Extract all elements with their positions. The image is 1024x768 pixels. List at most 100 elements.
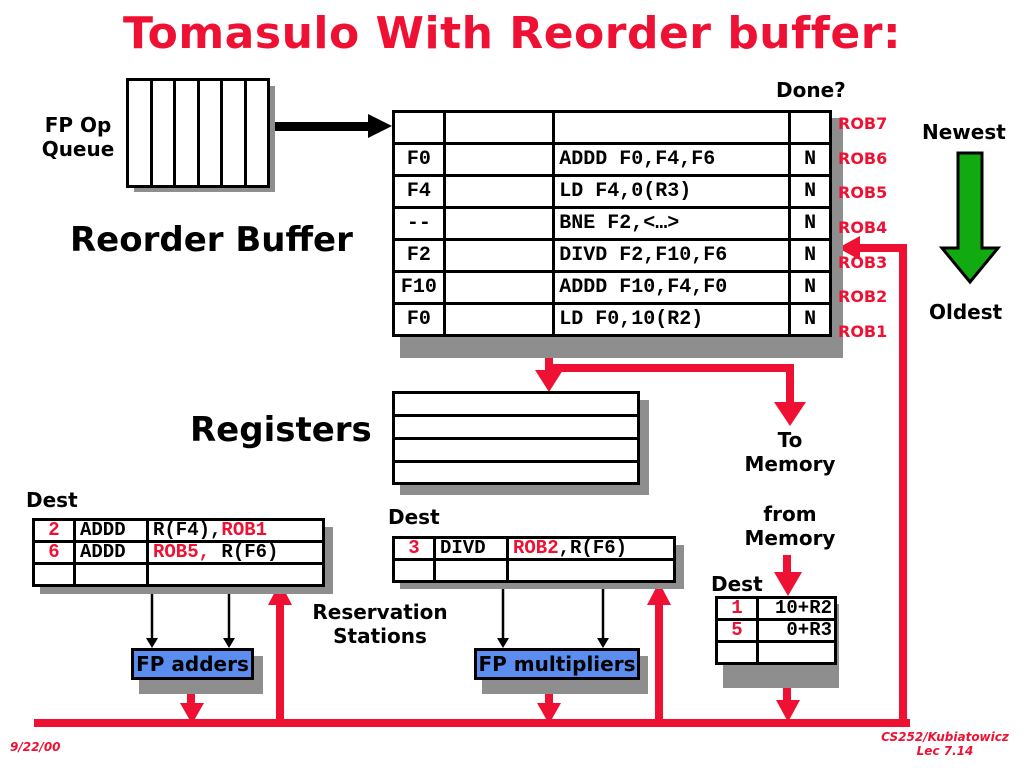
queue-slot bbox=[223, 81, 247, 185]
rob-to-registers-arrow bbox=[535, 370, 563, 392]
queue-slot bbox=[129, 81, 153, 185]
rs-op bbox=[433, 558, 509, 583]
rob-instr-cell: DIVD F2,F10,F6 bbox=[552, 238, 792, 273]
rs-to-fu-arrows bbox=[146, 582, 609, 648]
rob-done-cell: N bbox=[788, 238, 832, 273]
rob-done-cell bbox=[788, 110, 832, 145]
load-buffer-dest-label: Dest bbox=[711, 572, 763, 596]
rs-entry bbox=[32, 562, 325, 587]
queue-to-rob-arrow bbox=[268, 114, 392, 138]
load-dest-tag: 5 bbox=[715, 618, 759, 643]
load-dest-tag bbox=[715, 640, 759, 665]
rob-dest-cell: F10 bbox=[392, 270, 446, 305]
register-file bbox=[392, 391, 640, 485]
queue-slot bbox=[176, 81, 200, 185]
adder-rs-dest-label: Dest bbox=[26, 488, 78, 512]
load-dest-tag: 1 bbox=[715, 596, 759, 621]
rob-commit-bus bbox=[535, 350, 806, 426]
rob-tag: ROB3 bbox=[838, 252, 888, 272]
rs-dest-tag: 6 bbox=[32, 540, 76, 565]
fp-op-queue-label-line1: FP Op bbox=[44, 113, 112, 137]
rob-instr-cell: LD F4,0(R3) bbox=[552, 174, 792, 209]
rs-dest-tag: 2 bbox=[32, 518, 76, 543]
rob-tag: ROB4 bbox=[838, 218, 888, 238]
rob-value-cell bbox=[442, 238, 556, 273]
register-row bbox=[395, 394, 637, 417]
rob-value-cell bbox=[442, 270, 556, 305]
rs-op bbox=[73, 562, 149, 587]
footer-course-info: CS252/Kubiatowicz Lec 7.14 bbox=[870, 730, 1020, 758]
load-address: 10+R2 bbox=[756, 596, 837, 621]
registers-label: Registers bbox=[190, 410, 372, 450]
rob-tag: ROB6 bbox=[838, 148, 888, 168]
reservation-stations-line2: Stations bbox=[333, 624, 427, 648]
rob-done-cell: N bbox=[788, 174, 832, 209]
oldest-label: Oldest bbox=[929, 300, 1003, 324]
mult-rs-dest-label: Dest bbox=[388, 505, 440, 529]
rob-value-cell bbox=[442, 110, 556, 145]
rob-tag: ROB1 bbox=[838, 322, 888, 342]
load-buffer-entry bbox=[715, 640, 837, 665]
rs-operand-1: R(F4), bbox=[153, 519, 222, 541]
rob-dest-cell bbox=[392, 110, 446, 145]
rs-operands bbox=[506, 558, 676, 583]
rob-to-memory-arrow bbox=[774, 402, 806, 426]
rob-dest-cell: F4 bbox=[392, 174, 446, 209]
rob-value-cell bbox=[442, 302, 556, 337]
rob-value-cell bbox=[442, 206, 556, 241]
rs-operands: ROB2,R(F6) bbox=[506, 536, 676, 561]
rob-done-cell: N bbox=[788, 206, 832, 241]
from-memory-line2: Memory bbox=[744, 526, 836, 550]
rs-dest-tag: 3 bbox=[392, 536, 436, 561]
rob-done-cell: N bbox=[788, 270, 832, 305]
rob-tag: ROB2 bbox=[838, 287, 888, 307]
fp-op-queue-label: FP Op Queue bbox=[30, 113, 126, 161]
queue-slot bbox=[200, 81, 223, 185]
fp-multipliers-unit: FP multipliers bbox=[474, 648, 640, 680]
to-memory-line1: To bbox=[777, 428, 803, 452]
rob-dest-cell: F2 bbox=[392, 238, 446, 273]
queue-slot bbox=[247, 81, 268, 185]
rob-instr-cell: LD F0,10(R2) bbox=[552, 302, 792, 337]
rob-value-cell bbox=[442, 174, 556, 209]
rs-operands bbox=[146, 562, 325, 587]
common-data-bus bbox=[34, 236, 910, 727]
to-memory-label: To Memory bbox=[735, 428, 845, 476]
rs-dest-tag bbox=[392, 558, 436, 583]
reservation-stations-label: Reservation Stations bbox=[300, 600, 460, 648]
rob-done-cell: N bbox=[788, 142, 832, 177]
rob-entry: --BNE F2,<…>N bbox=[392, 206, 832, 241]
rs-operand-2: ROB1 bbox=[221, 519, 268, 541]
footer-lecture: Lec 7.14 bbox=[916, 744, 974, 758]
footer-course: CS252/Kubiatowicz bbox=[881, 730, 1009, 744]
queue-slot bbox=[153, 81, 176, 185]
rs-op: ADDD bbox=[73, 518, 149, 543]
load-address bbox=[756, 640, 837, 665]
from-memory-label: from Memory bbox=[735, 502, 845, 550]
rs-operand-1: ROB5, bbox=[153, 541, 211, 563]
load-address: 0+R3 bbox=[756, 618, 837, 643]
to-memory-line2: Memory bbox=[744, 452, 836, 476]
rob-done-cell: N bbox=[788, 302, 832, 337]
rs-operands: ROB5, R(F6) bbox=[146, 540, 325, 565]
rob-instr-cell bbox=[552, 110, 792, 145]
rob-instr-cell: BNE F2,<…> bbox=[552, 206, 792, 241]
from-memory-line1: from bbox=[763, 502, 817, 526]
fp-op-queue-label-line2: Queue bbox=[41, 137, 115, 161]
slide-title: Tomasulo With Reorder buffer: bbox=[122, 8, 902, 59]
rob-entry bbox=[392, 110, 832, 145]
rs-op: DIVD bbox=[433, 536, 509, 561]
